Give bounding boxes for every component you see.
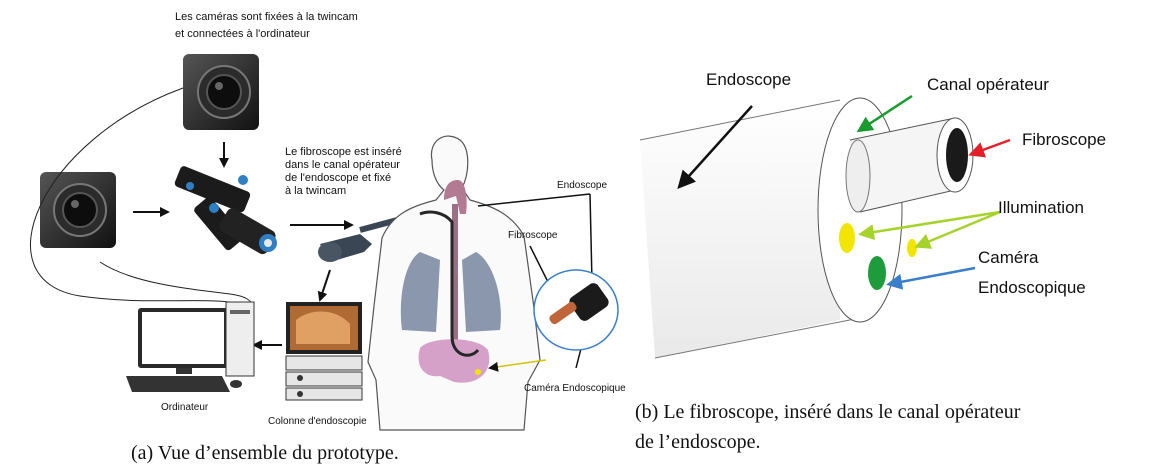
camera-label-line2: Endoscopique — [978, 278, 1086, 298]
caption-a: (a) Vue d’ensemble du prototype. — [131, 442, 399, 465]
illumination-left — [839, 223, 855, 253]
computer-label: Ordinateur — [161, 401, 208, 414]
endo-camera-label-a: Caméra Endoscopique — [524, 382, 626, 395]
fibroscope-note-line3: de l'endoscope et fixé — [285, 172, 391, 185]
fibroscope-note-line2: dans le canal opérateur — [285, 159, 400, 172]
endoscopy-column-icon — [286, 302, 362, 400]
endoscope-arrow — [590, 194, 592, 282]
fibroscope-label-a: Fibroscope — [508, 229, 557, 242]
illumination-label: Illumination — [998, 198, 1084, 218]
camera-lens — [868, 256, 886, 290]
fibroscope-note-line4: à la twincam — [285, 185, 346, 198]
fibroscope-arrow-b — [972, 140, 1010, 154]
endoscope-label-a: Endoscope — [557, 179, 607, 192]
computer-icon — [126, 302, 254, 392]
canal-label: Canal opérateur — [927, 75, 1049, 95]
scope-tip-zoom-icon — [534, 270, 618, 350]
caption-b-line2: de l’endoscope. — [635, 431, 761, 454]
caption-b-line1: (b) Le fibroscope, inséré dans le canal … — [635, 401, 1020, 424]
column-label: Colonne d'endoscopie — [268, 415, 367, 428]
endoscope-tip-light — [475, 369, 481, 375]
cameras-note-line2: et connectées à l'ordinateur — [175, 28, 310, 41]
fibroscope-note-line1: Le fibroscope est inséré — [285, 146, 402, 159]
illumination-right — [907, 239, 917, 257]
camera-top-icon — [183, 54, 259, 130]
cameras-note-line1: Les caméras sont fixées à la twincam — [175, 11, 358, 24]
fibroscope-tip — [946, 128, 968, 182]
endoscope-label-b: Endoscope — [706, 70, 791, 90]
endoscope-leader — [478, 194, 590, 206]
camera-arrow-b — [890, 268, 975, 284]
arrow-scope-to-column — [320, 270, 330, 300]
torso-illustration — [368, 136, 540, 430]
camera-left-icon — [40, 172, 116, 248]
fibroscope-label-b: Fibroscope — [1022, 130, 1106, 150]
camera-label-line1: Caméra — [978, 248, 1038, 268]
twincam-icon — [174, 165, 278, 256]
illumination-arrow-right — [918, 212, 1000, 246]
